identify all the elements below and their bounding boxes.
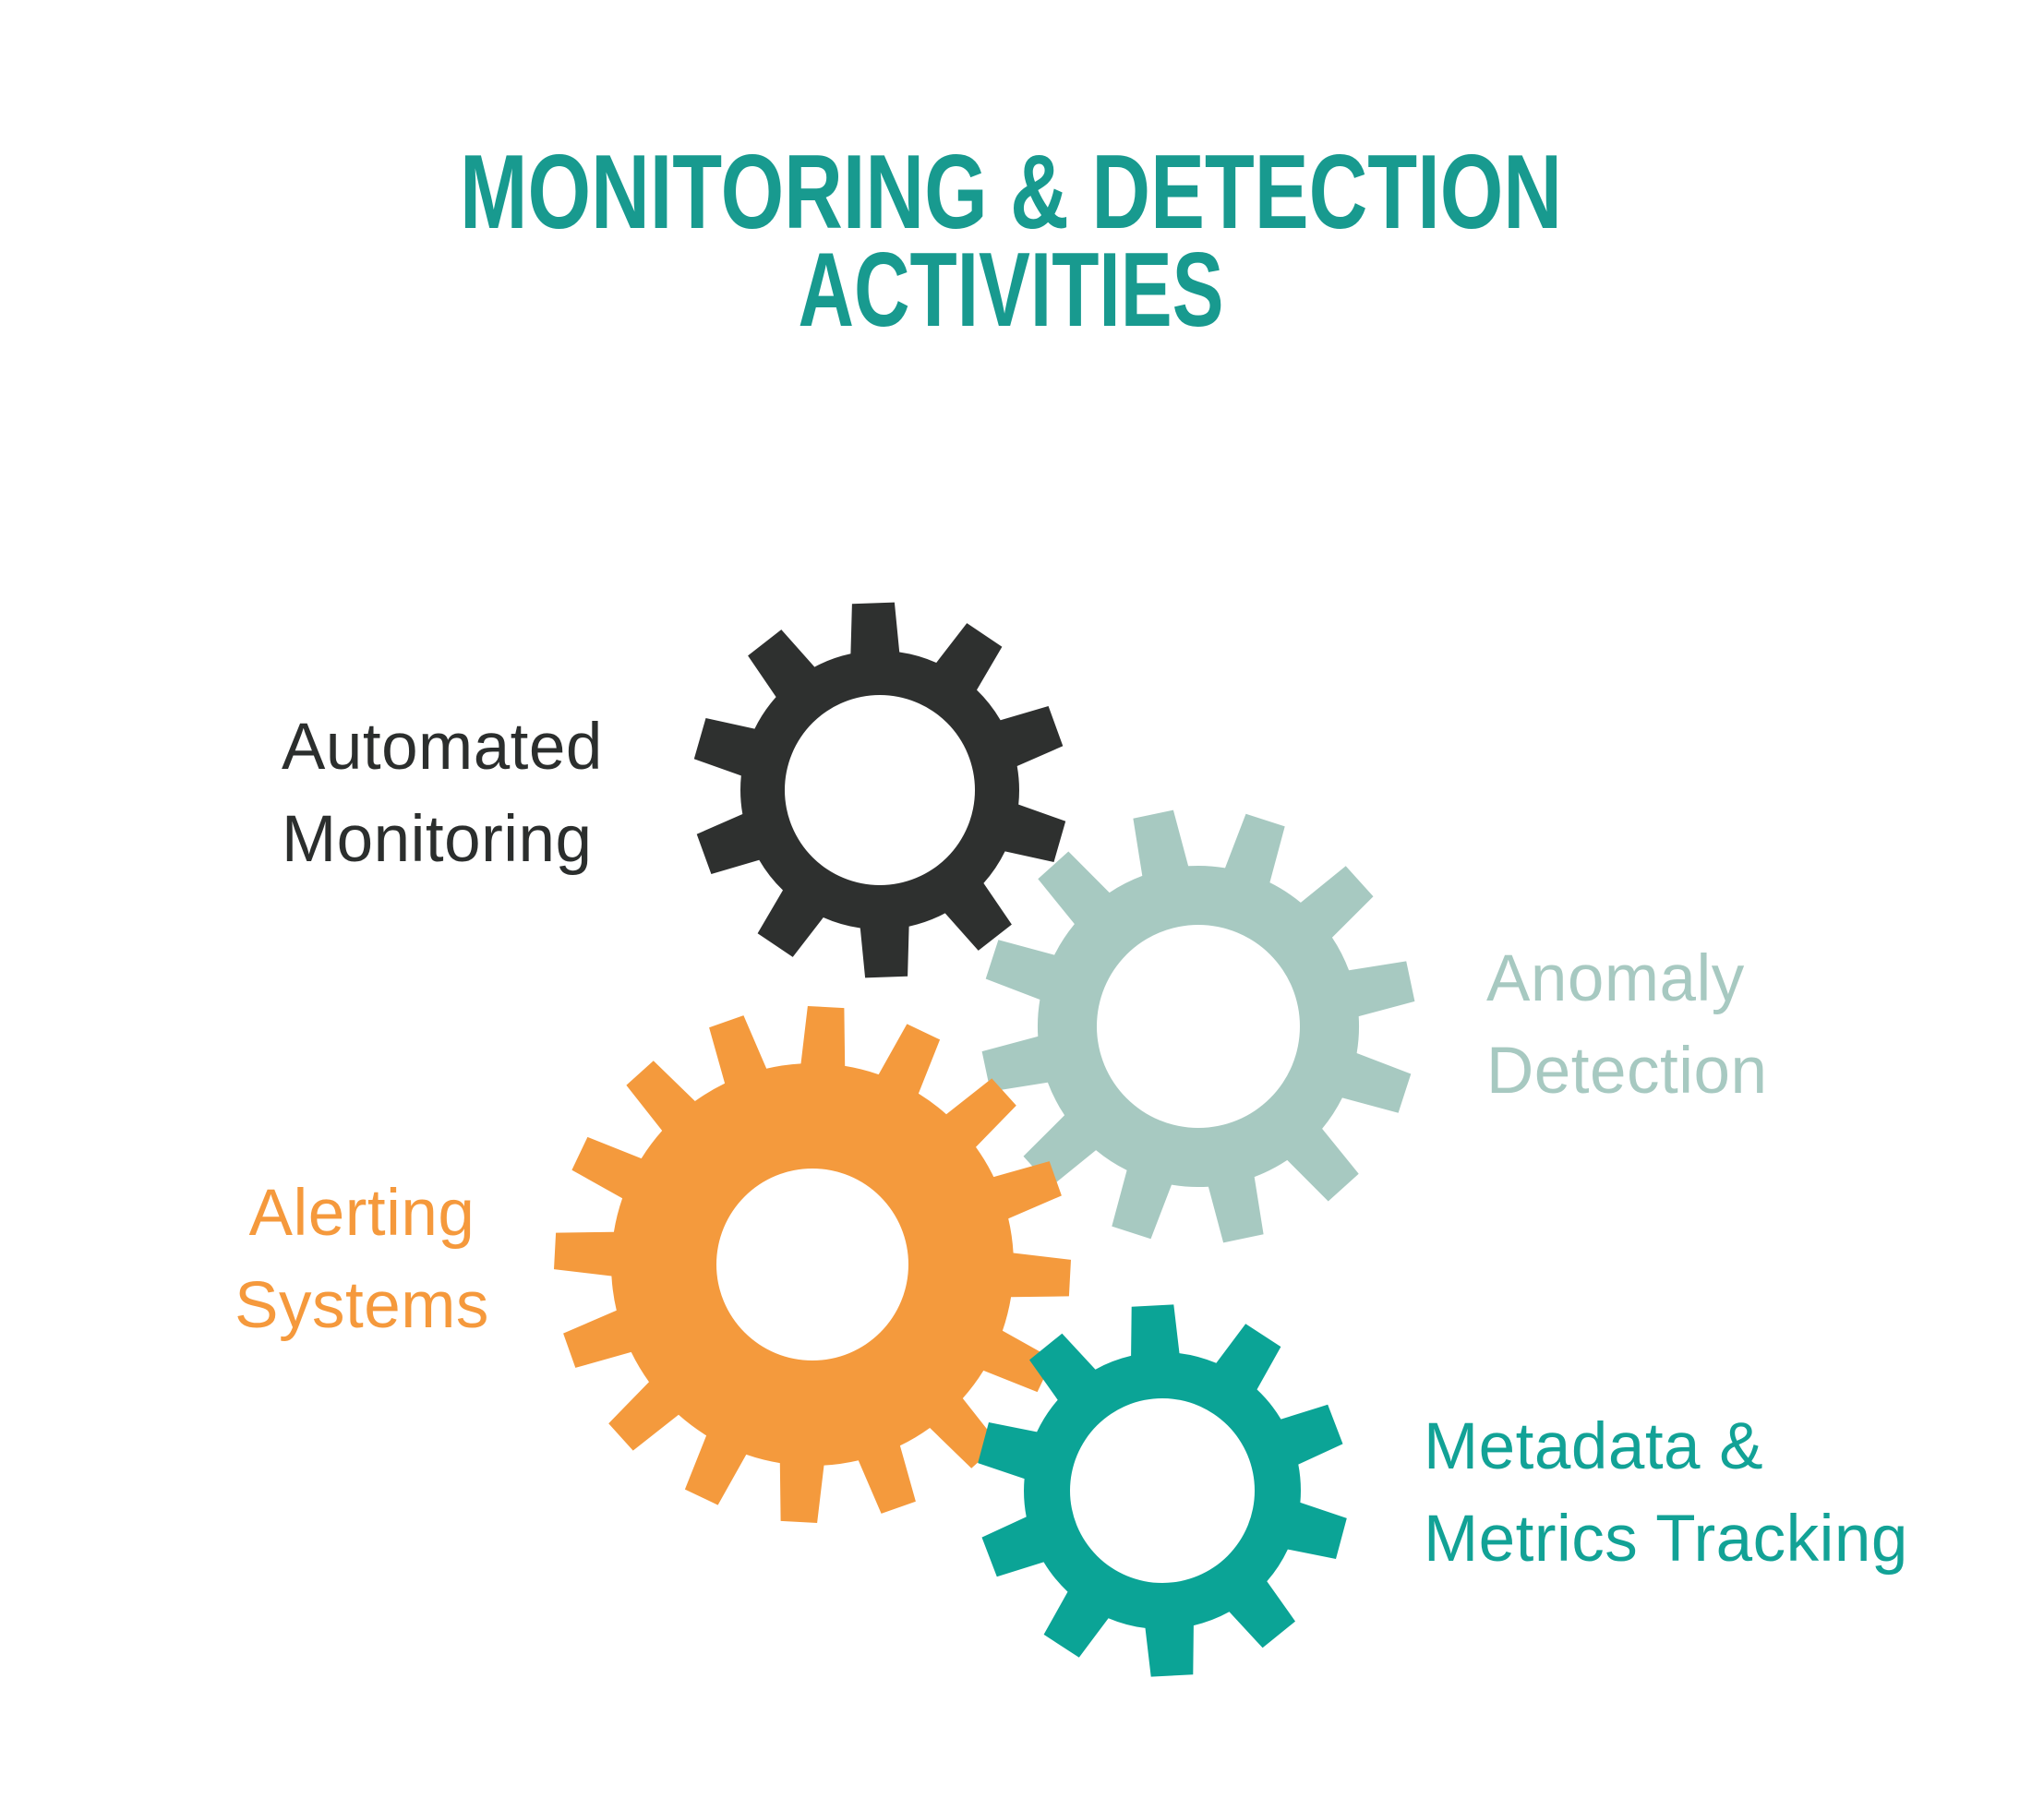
page-title-line-1: MONITORING & DETECTION: [460, 134, 1562, 251]
label-line: Monitoring: [282, 803, 593, 876]
gear-layer: [554, 602, 1415, 1677]
label-metadata-metrics-tracking: Metadata & Metrics Tracking: [1424, 1401, 1908, 1586]
label-line: Anomaly: [1486, 942, 1745, 1015]
label-line: Detection: [1486, 1035, 1768, 1108]
label-alerting-systems: Alerting Systems: [131, 1168, 593, 1352]
label-anomaly-detection: Anomaly Detection: [1486, 933, 1767, 1118]
automated-monitoring-gear-icon: [693, 602, 1066, 978]
label-line: Alerting: [248, 1177, 475, 1250]
label-line: Metadata &: [1424, 1410, 1764, 1483]
label-automated-monitoring: Automated Monitoring: [282, 701, 603, 886]
page-title-line-2: ACTIVITIES: [799, 232, 1224, 349]
alerting-systems-gear-icon: [554, 1006, 1071, 1523]
label-line: Metrics Tracking: [1424, 1503, 1908, 1576]
label-line: Automated: [282, 711, 603, 784]
metadata-metrics-tracking-gear-icon: [978, 1304, 1347, 1677]
label-line: Systems: [234, 1269, 489, 1342]
anomaly-detection-gear-icon: [981, 809, 1415, 1243]
